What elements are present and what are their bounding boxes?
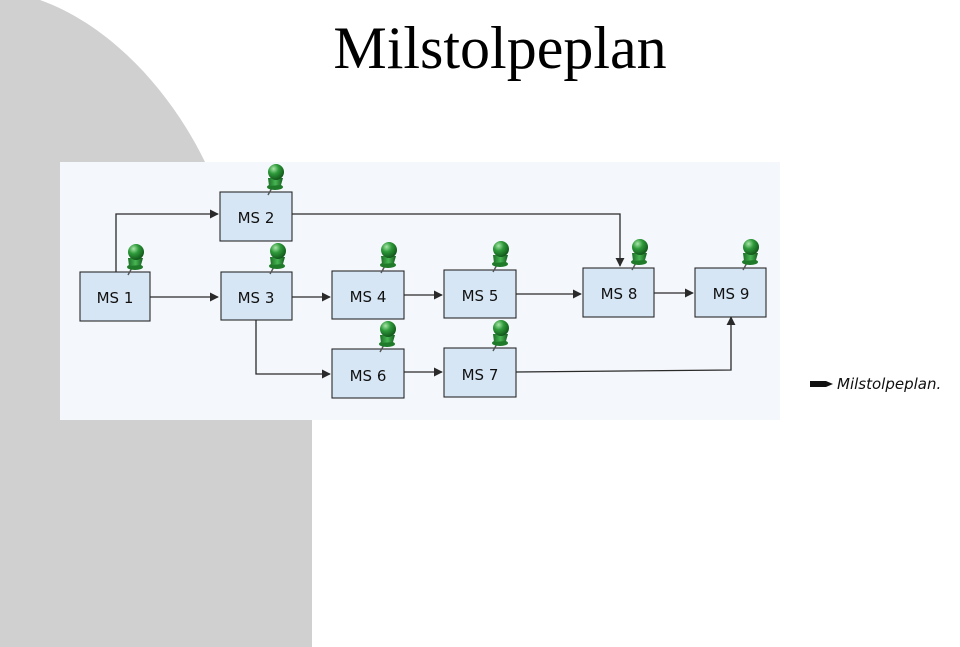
milestone-label: MS 8	[601, 285, 638, 303]
milestone-label: MS 1	[97, 289, 134, 307]
milestone-ms2: MS 2	[219, 191, 293, 242]
figure-panel	[60, 162, 780, 420]
pushpin-icon	[492, 320, 509, 352]
pushpin-icon	[631, 239, 648, 271]
milestone-ms9: MS 9	[694, 267, 767, 318]
pushpin-icon	[267, 164, 284, 196]
milestone-ms6: MS 6	[331, 348, 405, 399]
milestone-label: MS 9	[713, 285, 750, 303]
edge-ms1-ms2	[115, 209, 219, 272]
milestone-label: MS 3	[238, 289, 275, 307]
edge-ms3-ms6	[255, 320, 331, 379]
milestone-ms8: MS 8	[582, 267, 655, 318]
pushpin-icon	[269, 243, 286, 275]
milestone-ms1: MS 1	[79, 271, 151, 322]
pushpin-icon	[380, 242, 397, 274]
milestone-label: MS 4	[350, 288, 387, 306]
pushpin-icon	[492, 241, 509, 273]
milestone-nodes: MS 1 MS 2 MS 3 MS 4 MS 5 MS 6 MS 7 MS 8	[79, 191, 767, 399]
figure-caption: Milstolpeplan.	[810, 375, 941, 393]
milestone-ms7: MS 7	[443, 347, 517, 398]
edge-ms7-ms9	[515, 316, 736, 373]
milestone-label: MS 6	[350, 367, 387, 385]
pushpin-icon	[127, 244, 144, 276]
caption-text: Milstolpeplan.	[837, 375, 942, 393]
milestone-label: MS 2	[238, 209, 275, 227]
pushpin-icon	[379, 321, 396, 353]
page-title: Milstolpeplan	[333, 15, 667, 81]
milestone-label: MS 5	[462, 287, 499, 305]
edge-ms2-ms8	[292, 213, 625, 267]
pencil-icon	[810, 380, 834, 388]
pushpin-icon	[742, 239, 759, 271]
milestone-ms3: MS 3	[220, 271, 293, 321]
milestone-ms4: MS 4	[331, 270, 405, 320]
pushpins	[127, 164, 759, 353]
connection-lines	[115, 209, 736, 379]
milestone-ms5: MS 5	[443, 269, 517, 319]
milestone-label: MS 7	[462, 366, 499, 384]
